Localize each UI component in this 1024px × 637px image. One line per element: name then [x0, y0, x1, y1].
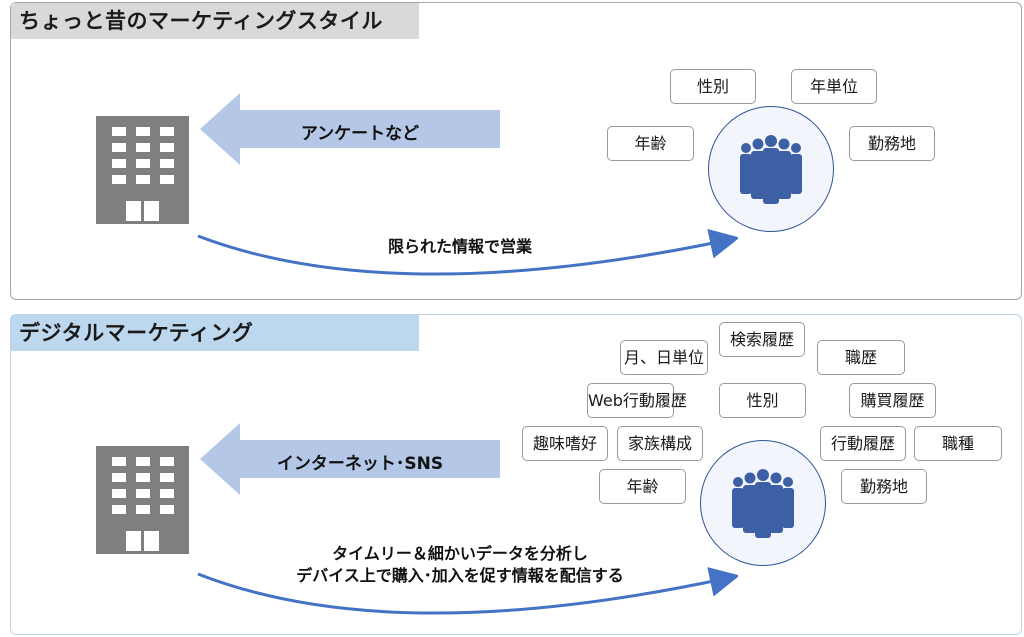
tag-career: 職歴: [817, 340, 905, 375]
section-title: デジタルマーケティング: [11, 315, 419, 351]
people-group-icon: [732, 469, 794, 538]
tag-occupation: 職種: [914, 426, 1002, 461]
curved-arrow-icon: [197, 567, 738, 615]
curve-label: タイムリー＆細かいデータを分析し デバイス上で購入･加入を促す情報を配信する: [240, 543, 680, 587]
tag-age: 年齢: [607, 126, 694, 161]
traditional-marketing-panel: ちょっと昔のマーケティングスタイル: [10, 2, 1022, 300]
curve-label-line-1: タイムリー＆細かいデータを分析し: [332, 544, 588, 563]
curve-label: 限られた情報で営業: [387, 237, 532, 256]
curved-arrow-icon: [197, 228, 738, 276]
office-building-icon: [96, 116, 189, 224]
arrow-label: インターネット･SNS: [276, 454, 444, 474]
tag-purchase-history: 購買履歴: [849, 383, 936, 418]
arrow-label: アンケートなど: [300, 124, 420, 144]
tag-age: 年齢: [599, 469, 686, 504]
tag-workplace: 勤務地: [849, 126, 935, 161]
digital-marketing-panel: デジタルマーケティング: [10, 314, 1022, 635]
tag-monthly-daily: 月、日単位: [620, 340, 708, 375]
tag-yearly: 年単位: [791, 69, 877, 104]
people-group-icon: [740, 135, 802, 204]
customer-group-circle: [700, 440, 826, 566]
left-arrow-icon: [200, 93, 500, 165]
section-title: ちょっと昔のマーケティングスタイル: [11, 3, 419, 39]
tag-search-history: 検索履歴: [719, 322, 805, 357]
tag-hobbies: 趣味嗜好: [522, 426, 608, 461]
tag-behavior-history: 行動履歴: [820, 426, 906, 461]
tag-gender: 性別: [670, 69, 756, 104]
tag-family: 家族構成: [617, 426, 703, 461]
tag-workplace: 勤務地: [841, 469, 927, 504]
left-arrow-icon: [200, 423, 500, 495]
tag-gender: 性別: [719, 383, 806, 418]
tag-web-behavior: Web行動履歴: [587, 383, 687, 418]
curve-label-line-2: デバイス上で購入･加入を促す情報を配信する: [296, 566, 624, 585]
office-building-icon: [96, 446, 189, 554]
